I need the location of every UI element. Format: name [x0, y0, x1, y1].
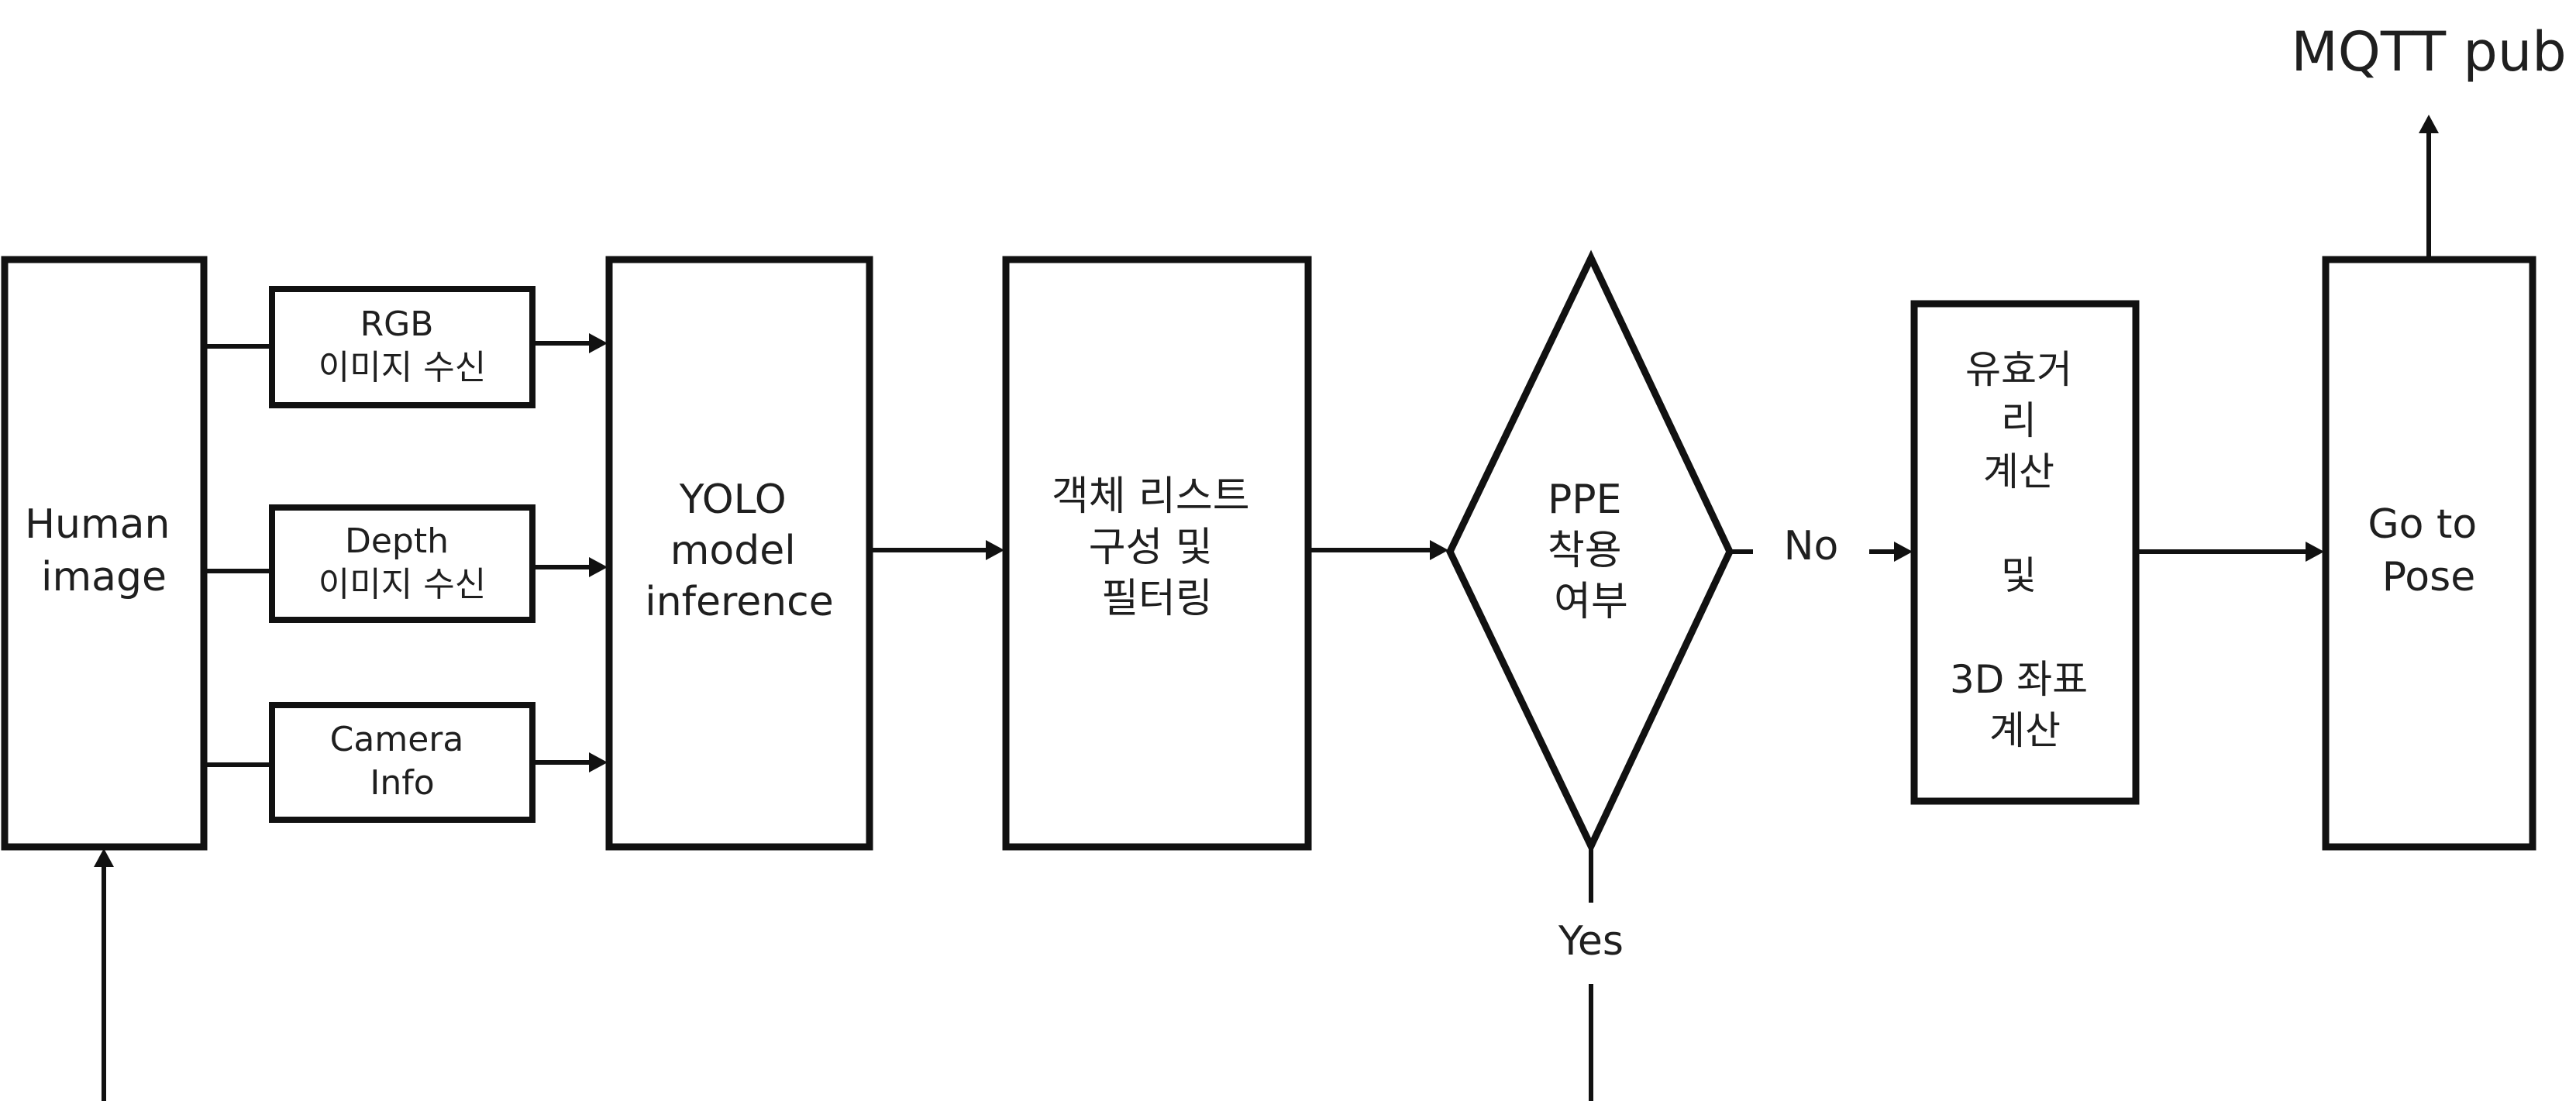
edge-yes-feedback: [102, 867, 1593, 1101]
distance-calc-line: 계산: [1989, 708, 2061, 753]
node-distance-calc: 유효거 리 계산 및 3D 좌표 계산: [1910, 300, 2140, 805]
go-to-pose-label: Go to Pose: [2368, 501, 2489, 600]
object-list-box: [1002, 256, 1312, 851]
edge-rgb-to-yolo-arrowhead: [589, 333, 608, 353]
depth-receive-line: Depth: [345, 521, 449, 561]
ppe-decision-label: PPE 착용 여부: [1548, 477, 1634, 625]
node-human-image: Human image: [1, 256, 208, 851]
edge-distance-to-pose-arrowhead: [2306, 542, 2324, 562]
yolo-inference-line: YOLO: [679, 477, 787, 523]
camera-info-box: [269, 702, 536, 823]
camera-info-line: Camera: [330, 720, 464, 759]
human-image-line: image: [41, 554, 167, 600]
edge-objects-to-ppe-arrowhead: [1430, 540, 1448, 560]
depth-receive-label: Depth 이미지 수신: [319, 521, 486, 604]
node-object-list: 객체 리스트 구성 및 필터링: [1002, 256, 1312, 851]
edge-yes-feedback-arrowhead: [94, 848, 114, 867]
go-to-pose-line: Go to: [2368, 501, 2477, 548]
depth-receive-box: [269, 504, 536, 623]
ppe-decision-line: PPE: [1548, 477, 1622, 523]
yolo-inference-line: inference: [645, 579, 833, 625]
node-ppe-decision: PPE 착용 여부: [1446, 249, 1734, 855]
distance-calc-line: 및: [2001, 553, 2037, 598]
edge-depth-to-yolo-arrowhead: [589, 557, 608, 577]
distance-calc-line: 계산: [1983, 449, 2054, 494]
rgb-receive-line: RGB: [360, 304, 434, 344]
rgb-receive-label: RGB 이미지 수신: [319, 304, 486, 387]
distance-calc-line: 3D 좌표: [1950, 657, 2088, 702]
ppe-decision-diamond: [1446, 249, 1734, 855]
human-image-line: Human: [25, 501, 170, 548]
node-rgb-receive: RGB 이미지 수신: [269, 286, 536, 408]
yolo-inference-label: YOLO model inference: [645, 477, 833, 625]
node-go-to-pose: Go to Pose: [2322, 256, 2536, 851]
edge-label-no: No: [1784, 523, 1839, 569]
human-image-label: Human image: [25, 501, 183, 600]
edge-camera-to-yolo-arrowhead: [589, 752, 608, 772]
distance-calc-box: [1910, 300, 2140, 805]
edge-label-mqtt-pub: MQTT pub: [2291, 20, 2566, 84]
node-depth-receive: Depth 이미지 수신: [269, 504, 536, 623]
human-image-box: [1, 256, 208, 851]
distance-calc-label: 유효거 리 계산 및 3D 좌표 계산: [1950, 347, 2100, 753]
distance-calc-line: 리: [2001, 398, 2037, 443]
go-to-pose-line: Pose: [2382, 554, 2475, 600]
rgb-receive-line: 이미지 수신: [319, 348, 486, 387]
node-yolo-inference: YOLO model inference: [605, 256, 873, 851]
node-camera-info: Camera Info: [269, 702, 536, 823]
ppe-decision-line: 여부: [1554, 579, 1628, 625]
edge-yolo-to-objects-arrowhead: [986, 540, 1004, 560]
depth-receive-line: 이미지 수신: [319, 565, 486, 604]
edge-pose-to-mqtt-arrowhead: [2419, 115, 2439, 133]
go-to-pose-box: [2322, 256, 2536, 851]
ppe-decision-line: 착용: [1548, 528, 1622, 574]
object-list-label: 객체 리스트 구성 및 필터링: [1052, 473, 1262, 622]
rgb-receive-box: [269, 286, 536, 408]
distance-calc-line: 유효거: [1965, 347, 2072, 392]
yolo-inference-box: [605, 256, 873, 851]
camera-info-line: Info: [370, 763, 434, 803]
object-list-line: 필터링: [1101, 576, 1213, 622]
yolo-inference-line: model: [670, 528, 796, 574]
camera-info-label: Camera Info: [330, 720, 475, 803]
object-list-line: 객체 리스트: [1052, 473, 1250, 520]
edge-label-yes: Yes: [1558, 918, 1624, 965]
edge-no-to-distance-arrowhead: [1894, 542, 1913, 562]
object-list-line: 구성 및: [1089, 525, 1213, 571]
connectors: [94, 115, 2439, 1101]
